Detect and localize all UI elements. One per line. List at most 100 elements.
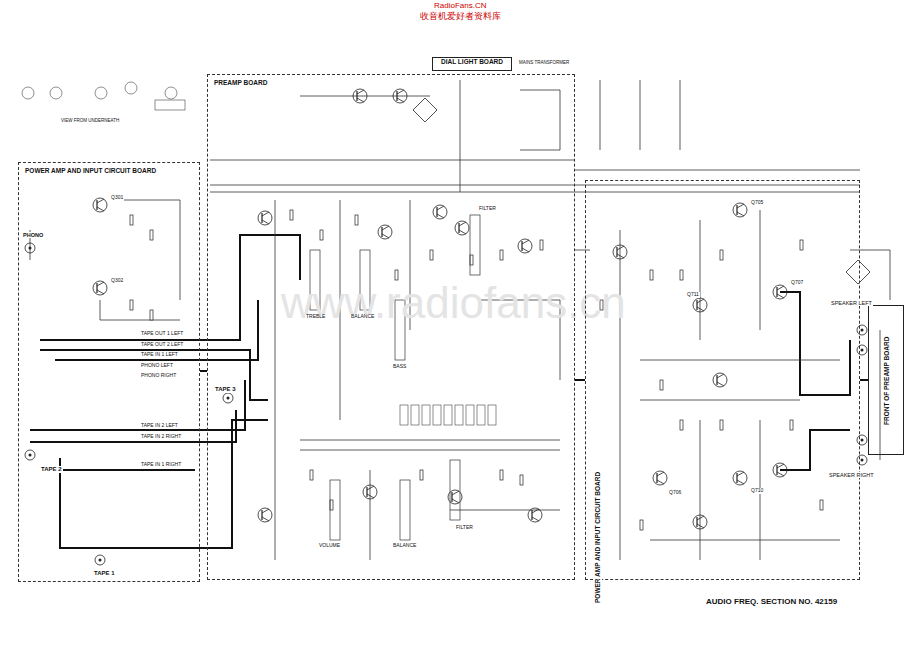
terminal-label: SPEAKER RIGHT (828, 472, 875, 478)
circuit-board-outline: POWER AMP AND INPUT CIRCUIT BOARD (18, 162, 200, 582)
transistor-symbol (93, 281, 107, 295)
transistor-symbol (653, 471, 667, 485)
transistor-emitter (357, 98, 364, 102)
circuit-board-outline: PREAMP BOARD (207, 74, 575, 580)
wire (700, 220, 701, 340)
part-reference: Q711 (686, 292, 700, 298)
signal-wire (100, 420, 268, 548)
transistor-emitter (617, 254, 624, 258)
transistor-symbol (773, 463, 787, 477)
transistor-base (696, 517, 697, 527)
transistor-collector (657, 472, 664, 476)
transistor-symbol (518, 239, 532, 253)
transistor-collector (397, 90, 404, 94)
switch-contact (411, 405, 419, 425)
jack-pin (29, 454, 32, 457)
transistor-emitter (532, 517, 539, 521)
signal-wire (780, 430, 850, 470)
wire (370, 470, 371, 560)
wire (300, 440, 560, 441)
jack-label: TAPE 3 (214, 386, 237, 393)
switch-contact (400, 405, 408, 425)
board-title: POWER AMP AND INPUT CIRCUIT BOARD (24, 167, 157, 175)
jack-pin (29, 247, 32, 250)
resistor-symbol (500, 250, 503, 260)
control-name: FILTER (478, 206, 497, 212)
transistor-symbol (378, 225, 392, 239)
transistor-emitter (697, 307, 704, 311)
jack-symbol (25, 450, 35, 460)
transistor-base (521, 241, 522, 251)
resistor-symbol (660, 380, 663, 390)
transistor-emitter (737, 212, 744, 216)
jack-symbol (223, 393, 233, 403)
resistor-symbol (290, 210, 293, 220)
pin-diagram (95, 87, 107, 99)
transistor-emitter (262, 220, 269, 224)
wire (640, 360, 840, 361)
transistor-base (458, 223, 459, 233)
signal-wire (40, 350, 268, 400)
switch-contact (477, 405, 485, 425)
transistor-emitter (737, 480, 744, 484)
transistor-symbol (613, 245, 627, 259)
transistor-collector (357, 90, 364, 94)
pin-diagram (22, 87, 34, 99)
wire (520, 90, 560, 150)
transistor-collector (262, 212, 269, 216)
wire (650, 540, 840, 541)
part-reference: Q706 (668, 490, 682, 496)
resistor-symbol (470, 255, 473, 265)
part-reference: Q301 (110, 195, 124, 201)
transistor-symbol (733, 203, 747, 217)
resistor-symbol (680, 270, 683, 280)
transistor-symbol (363, 485, 377, 499)
transistor-collector (437, 206, 444, 210)
signal-wire (780, 292, 850, 395)
jack-pin (227, 397, 230, 400)
transistor-emitter (717, 382, 724, 386)
switch-contact (466, 405, 474, 425)
potentiometer-symbol (450, 460, 460, 520)
signal-name: TAPE IN 2 RIGHT (140, 434, 182, 440)
resistor-symbol (720, 420, 723, 430)
signal-name: PHONO LEFT (140, 363, 174, 369)
transistor-collector (452, 491, 459, 495)
part-reference: Q705 (750, 200, 764, 206)
transistor-collector (717, 374, 724, 378)
part-reference: Q707 (790, 280, 804, 286)
resistor-symbol (500, 470, 503, 480)
transistor-collector (532, 509, 539, 513)
resistor-symbol (130, 300, 133, 310)
potentiometer-symbol (400, 480, 410, 540)
potentiometer-symbol (330, 480, 340, 540)
resistor-symbol (150, 230, 153, 240)
wire (700, 420, 701, 560)
transistor-base (261, 510, 262, 520)
resistor-symbol (320, 230, 323, 240)
wire (210, 160, 575, 161)
wire (760, 210, 761, 330)
wire (880, 330, 881, 460)
potentiometer-symbol (470, 215, 480, 275)
wire (210, 185, 860, 186)
transistor-collector (737, 204, 744, 208)
transistor-emitter (382, 234, 389, 238)
transistor-base (96, 200, 97, 210)
wire (210, 192, 860, 193)
wire (275, 200, 276, 560)
transistor-collector (382, 226, 389, 230)
transistor-base (696, 300, 697, 310)
transistor-collector (367, 486, 374, 490)
transistor-base (616, 247, 617, 257)
pin-diagram (125, 82, 137, 94)
transistor-collector (97, 282, 104, 286)
bridge-rectifier (846, 260, 870, 284)
interconnect-wire (860, 379, 868, 381)
transistor-symbol (353, 89, 367, 103)
interconnect-wire (575, 379, 585, 381)
signal-wire (60, 469, 195, 471)
transistor-base (736, 473, 737, 483)
transistor-collector (697, 299, 704, 303)
